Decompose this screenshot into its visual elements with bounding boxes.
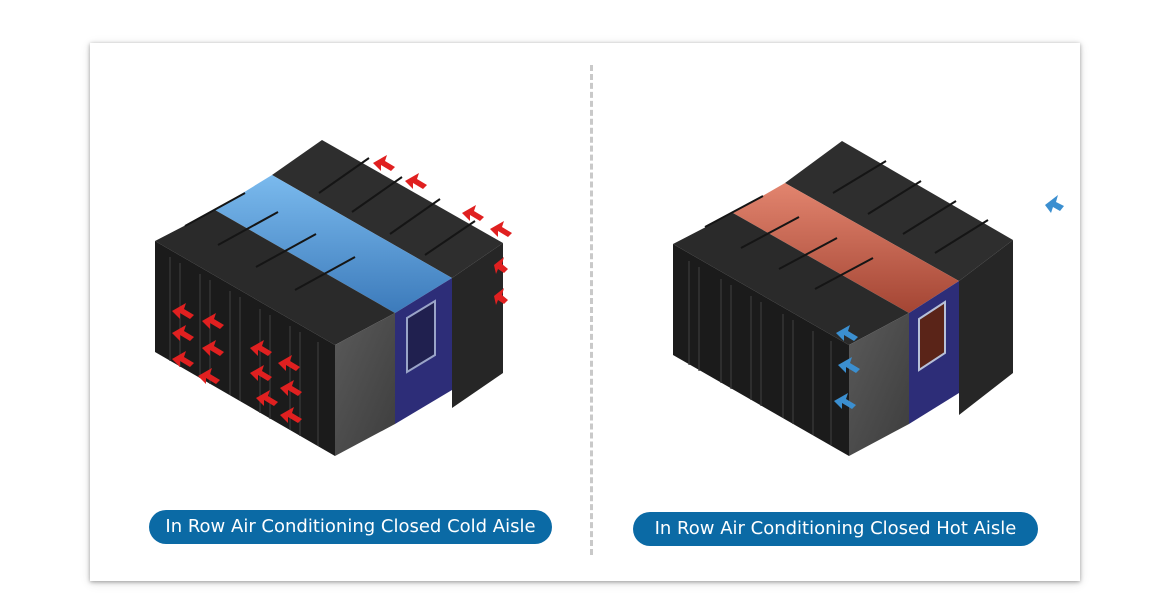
rack-top-seams [704,160,989,290]
airflow-arrows [172,155,512,423]
door-window [918,300,946,372]
rack-vents [688,261,832,445]
rack-top-seams [184,157,476,291]
cold-aisle-caption: In Row Air Conditioning Closed Cold Aisl… [149,510,552,544]
back-rack-row-top [272,140,503,278]
cold-aisle-panel: In Row Air Conditioning Closed Cold Aisl… [90,43,590,581]
comparison-card: In Row Air Conditioning Closed Cold Aisl… [90,43,1080,581]
hot-aisle-caption: In Row Air Conditioning Closed Hot Aisle [633,512,1038,546]
front-rack-row-top [155,210,395,345]
airflow-arrows [834,195,1064,409]
hot-aisle-illustration [673,141,1064,456]
cold-aisle-illustration [155,140,512,456]
door-window [406,299,436,374]
end-panel [849,313,909,456]
back-rack-row-side [959,240,1013,415]
cold-aisle-glass-roof [215,175,452,313]
hot-aisle-glass-roof [733,183,959,313]
end-panel [335,313,395,456]
divider-line [590,65,593,555]
back-rack-row-side [452,243,503,408]
front-rack-row-top [673,213,909,345]
back-rack-row-top [785,141,1013,281]
hot-aisle-panel: In Row Air Conditioning Closed Hot Aisle [593,43,1080,581]
